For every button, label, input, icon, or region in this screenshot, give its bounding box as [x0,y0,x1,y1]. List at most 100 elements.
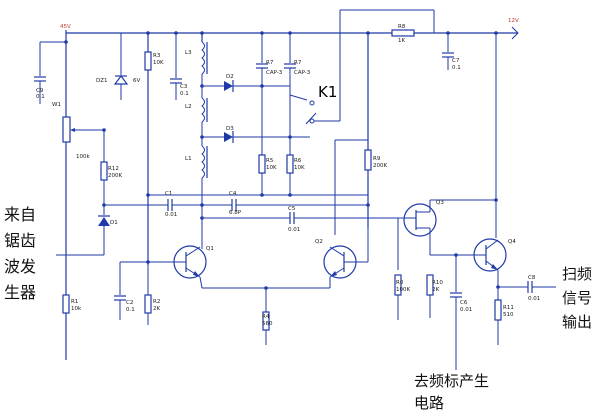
d3-diode [224,131,234,143]
svg-text:0.01: 0.01 [460,307,472,313]
svg-text:6.8P: 6.8P [229,210,242,216]
c5-capacitor [289,212,295,224]
r11-resistor [494,299,502,321]
svg-text:100k: 100k [76,154,90,160]
svg-text:D1: D1 [110,220,118,226]
marker-caption-line1: 去频标产生 [414,372,490,390]
component-labels: 45V 12V C9 0.1 W1 100k R12 200K D1 R1 10… [36,18,540,327]
svg-text:2K: 2K [153,306,160,312]
svg-text:10K: 10K [294,165,305,171]
svg-text:CAP-3: CAP-3 [294,70,311,76]
input-caption-line2: 锯齿 [4,231,37,250]
q2-transistor [323,245,368,279]
svg-text:L3: L3 [185,50,192,56]
svg-text:C8: C8 [528,275,536,281]
marker-caption-line2: 电路 [414,394,445,412]
inductors [201,41,208,245]
svg-text:100K: 100K [396,287,410,293]
w1-potentiometer [62,116,104,143]
svg-text:0.01: 0.01 [528,296,540,302]
svg-text:C3: C3 [180,84,188,90]
svg-text:510: 510 [503,312,514,318]
q4-transistor [468,238,507,272]
svg-text:DZ1: DZ1 [96,78,108,84]
junction-dots [64,31,500,290]
svg-text:200K: 200K [108,173,122,179]
svg-text:C7: C7 [452,58,460,64]
r8-resistor [391,29,415,37]
svg-text:R9: R9 [373,156,381,162]
svg-text:10K: 10K [266,165,277,171]
c6-capacitor [450,292,462,298]
c1-capacitor [167,199,173,211]
r9-resistor [364,149,372,171]
d1-diode [98,215,110,226]
svg-text:0.01: 0.01 [288,227,300,233]
svg-text:10k: 10k [71,306,82,312]
cap3-capacitors [256,63,296,69]
input-caption-line4: 生器 [4,283,37,302]
bottom-caption-box [410,370,518,416]
svg-text:Q3: Q3 [436,200,444,206]
dz1-zener [113,75,129,85]
r6-resistor [286,154,294,174]
svg-text:C9: C9 [36,88,44,94]
r12-resistor [100,161,108,181]
supply-arrow [511,26,519,40]
svg-text:R3: R3 [153,53,161,59]
output-caption-line1: 扫频 [562,265,593,283]
svg-text:0.1: 0.1 [452,65,461,71]
svg-text:R4: R4 [262,314,270,320]
svg-text:6V: 6V [133,78,140,84]
svg-text:R6: R6 [294,158,302,164]
r3-resistor [144,51,152,71]
d2-diode [224,80,234,92]
svg-text:10K: 10K [153,60,164,66]
output-caption-line3: 输出 [562,313,593,331]
c2-capacitor [114,295,126,301]
supply-right-label: 12V [508,18,519,24]
svg-text:L1: L1 [185,156,192,162]
svg-text:200K: 200K [373,163,387,169]
svg-text:R7: R7 [294,60,302,66]
k1-switch [289,9,435,125]
supply-left-label: 45V [60,24,71,30]
c3-capacitor [170,78,182,84]
svg-text:0.1: 0.1 [126,307,135,313]
svg-text:R0: R0 [396,280,404,286]
svg-text:1K: 1K [398,38,405,44]
svg-text:W1: W1 [52,102,61,108]
svg-text:C6: C6 [460,300,468,306]
svg-text:L2: L2 [185,104,192,110]
svg-text:R2: R2 [153,299,160,305]
svg-text:R10: R10 [432,280,443,286]
svg-text:2K: 2K [432,287,439,293]
r5-resistor [258,154,266,174]
c7-capacitor [442,52,454,58]
svg-text:0.1: 0.1 [36,94,45,100]
svg-text:R11: R11 [503,305,514,311]
svg-text:0.1: 0.1 [180,91,189,97]
right-caption-box [558,262,608,366]
svg-text:Q1: Q1 [206,246,214,252]
svg-text:D2: D2 [226,74,234,80]
q3-fet [398,200,437,255]
svg-text:C4: C4 [229,191,237,197]
svg-text:C2: C2 [126,300,133,306]
svg-text:D3: D3 [226,126,234,132]
svg-text:CAP-3: CAP-3 [266,70,283,76]
k1-label: K1 [318,83,337,101]
output-caption-line2: 信号 [562,289,593,307]
svg-text:R5: R5 [266,158,274,164]
svg-text:Q2: Q2 [315,239,323,245]
svg-text:C1: C1 [165,191,172,197]
svg-text:C5: C5 [288,206,296,212]
svg-text:Q4: Q4 [508,239,516,245]
q1-transistor [173,245,207,279]
svg-text:R12: R12 [108,166,119,172]
c9-capacitor [34,76,46,104]
c8-capacitor [527,281,533,293]
r2-resistor [144,294,152,314]
